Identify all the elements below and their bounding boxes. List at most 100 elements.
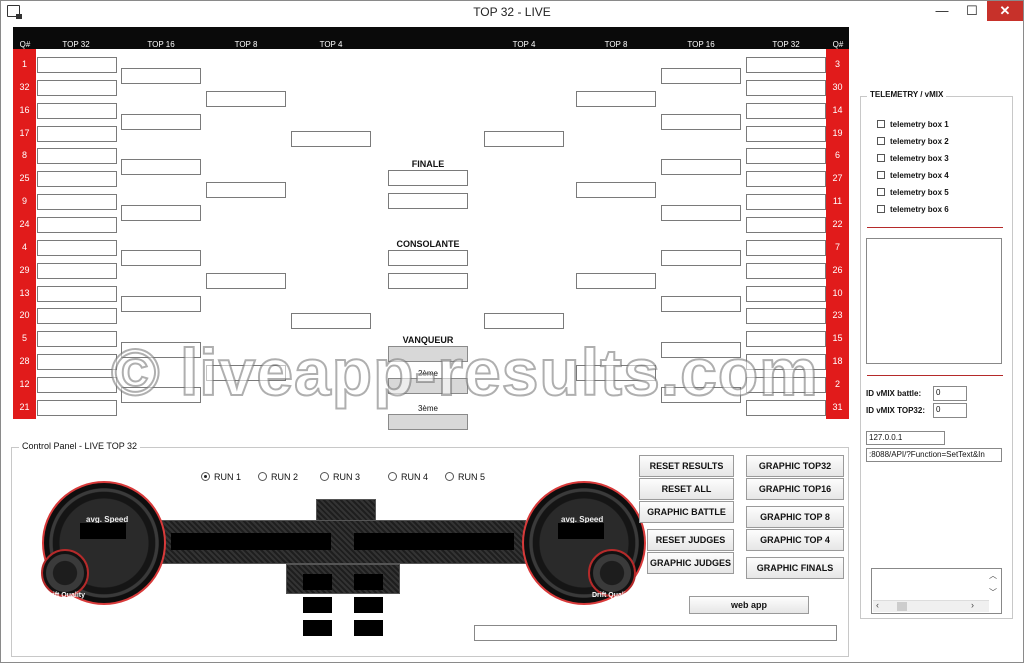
- top8-slot-right[interactable]: [576, 364, 656, 381]
- top32-slot-right[interactable]: [746, 285, 826, 302]
- top4-slot-left[interactable]: [291, 313, 371, 329]
- top16-slot-right[interactable]: [661, 159, 741, 176]
- seed-label-right: 6: [834, 150, 840, 161]
- top32-slot-right[interactable]: [746, 262, 826, 279]
- top32-slot-right[interactable]: [746, 239, 826, 256]
- graphic-top4-button[interactable]: GRAPHIC TOP 4: [746, 529, 844, 551]
- top32-slot-left[interactable]: [37, 399, 117, 416]
- graphic-finals-button[interactable]: GRAPHIC FINALS: [746, 557, 844, 579]
- top4-slot-right[interactable]: [484, 313, 564, 329]
- top32-slot-left[interactable]: [37, 331, 117, 348]
- top16-slot-left[interactable]: [121, 204, 201, 221]
- top8-slot-right[interactable]: [576, 91, 656, 107]
- web-app-button[interactable]: web app: [689, 596, 809, 614]
- finale-slot-1[interactable]: [388, 170, 468, 186]
- top16-slot-right[interactable]: [661, 204, 741, 221]
- top8-slot-left[interactable]: [206, 91, 286, 107]
- top8-slot-left[interactable]: [206, 273, 286, 290]
- top16-slot-right[interactable]: [661, 387, 741, 404]
- reset-results-button[interactable]: RESET RESULTS: [639, 455, 734, 477]
- top8-slot-left[interactable]: [206, 182, 286, 199]
- ip-input[interactable]: 127.0.0.1: [866, 431, 945, 445]
- scroll-right-icon[interactable]: ›: [971, 600, 974, 610]
- maximize-button[interactable]: ☐: [966, 3, 978, 18]
- top32-slot-left[interactable]: [37, 194, 117, 211]
- id-vmix-battle-input[interactable]: 0: [933, 386, 967, 401]
- top32-slot-left[interactable]: [37, 171, 117, 188]
- top32-slot-left[interactable]: [37, 308, 117, 325]
- top32-slot-left[interactable]: [37, 79, 117, 96]
- top32-slot-right[interactable]: [746, 102, 826, 119]
- run-5-radio[interactable]: RUN 5: [445, 472, 485, 482]
- top32-slot-left[interactable]: [37, 148, 117, 165]
- top32-slot-right[interactable]: [746, 57, 826, 73]
- finale-slot-2[interactable]: [388, 193, 468, 209]
- graphic-battle-button[interactable]: GRAPHIC BATTLE: [639, 501, 734, 523]
- status-field[interactable]: [474, 625, 837, 641]
- telemetry-box-1-checkbox[interactable]: telemetry box 1: [877, 120, 949, 129]
- id-vmix-top32-input[interactable]: 0: [933, 403, 967, 418]
- telemetry-box-3-checkbox[interactable]: telemetry box 3: [877, 154, 949, 163]
- api-input[interactable]: :8088/API/?Function=SetText&In: [866, 448, 1002, 462]
- reset-all-button[interactable]: RESET ALL: [639, 478, 734, 500]
- minimize-button[interactable]: —: [935, 3, 949, 18]
- top16-slot-right[interactable]: [661, 68, 741, 84]
- top32-slot-left[interactable]: [37, 239, 117, 256]
- scroll-up-icon[interactable]: ︿: [989, 571, 997, 580]
- top16-slot-right[interactable]: [661, 341, 741, 358]
- top32-slot-right[interactable]: [746, 376, 826, 393]
- run-1-radio[interactable]: RUN 1: [201, 472, 241, 482]
- top32-slot-right[interactable]: [746, 194, 826, 211]
- top32-slot-right[interactable]: [746, 354, 826, 371]
- top32-slot-left[interactable]: [37, 354, 117, 371]
- close-button[interactable]: ✕: [987, 1, 1023, 21]
- top16-slot-left[interactable]: [121, 68, 201, 84]
- top32-slot-right[interactable]: [746, 79, 826, 96]
- top32-slot-left[interactable]: [37, 262, 117, 279]
- telemetry-box-2-checkbox[interactable]: telemetry box 2: [877, 137, 949, 146]
- top8-slot-right[interactable]: [576, 273, 656, 290]
- top32-slot-right[interactable]: [746, 148, 826, 165]
- top32-slot-left[interactable]: [37, 125, 117, 142]
- top16-slot-left[interactable]: [121, 159, 201, 176]
- top32-slot-right[interactable]: [746, 216, 826, 233]
- graphic-judges-button[interactable]: GRAPHIC JUDGES: [647, 552, 734, 574]
- top4-slot-left[interactable]: [291, 131, 371, 147]
- graphic-top8-button[interactable]: GRAPHIC TOP 8: [746, 506, 844, 528]
- telemetry-box-6-checkbox[interactable]: telemetry box 6: [877, 205, 949, 214]
- top16-slot-right[interactable]: [661, 250, 741, 267]
- top32-slot-right[interactable]: [746, 308, 826, 325]
- run-3-radio[interactable]: RUN 3: [320, 472, 360, 482]
- scroll-left-icon[interactable]: ‹: [876, 600, 879, 610]
- run-4-radio[interactable]: RUN 4: [388, 472, 428, 482]
- graphic-top32-button[interactable]: GRAPHIC TOP32: [746, 455, 844, 477]
- top8-slot-left[interactable]: [206, 364, 286, 381]
- top32-slot-left[interactable]: [37, 216, 117, 233]
- telemetry-box-4-checkbox[interactable]: telemetry box 4: [877, 171, 949, 180]
- top32-slot-right[interactable]: [746, 331, 826, 348]
- top16-slot-left[interactable]: [121, 387, 201, 404]
- top32-slot-left[interactable]: [37, 57, 117, 73]
- top32-slot-right[interactable]: [746, 171, 826, 188]
- top4-slot-right[interactable]: [484, 131, 564, 147]
- consolante-slot-1[interactable]: [388, 250, 468, 266]
- top16-slot-left[interactable]: [121, 250, 201, 267]
- top16-slot-right[interactable]: [661, 113, 741, 130]
- top16-slot-right[interactable]: [661, 296, 741, 312]
- graphic-top16-button[interactable]: GRAPHIC TOP16: [746, 478, 844, 500]
- top16-slot-left[interactable]: [121, 341, 201, 358]
- run-2-radio[interactable]: RUN 2: [258, 472, 298, 482]
- top32-slot-left[interactable]: [37, 285, 117, 302]
- top16-slot-left[interactable]: [121, 296, 201, 312]
- telemetry-box-5-checkbox[interactable]: telemetry box 5: [877, 188, 949, 197]
- top16-slot-left[interactable]: [121, 113, 201, 130]
- reset-judges-button[interactable]: RESET JUDGES: [647, 529, 734, 551]
- top32-slot-right[interactable]: [746, 399, 826, 416]
- scrollbar-thumb[interactable]: [897, 602, 907, 611]
- scroll-down-icon[interactable]: ﹀: [989, 588, 997, 597]
- top32-slot-left[interactable]: [37, 102, 117, 119]
- top32-slot-left[interactable]: [37, 376, 117, 393]
- top8-slot-right[interactable]: [576, 182, 656, 199]
- top32-slot-right[interactable]: [746, 125, 826, 142]
- consolante-slot-2[interactable]: [388, 273, 468, 289]
